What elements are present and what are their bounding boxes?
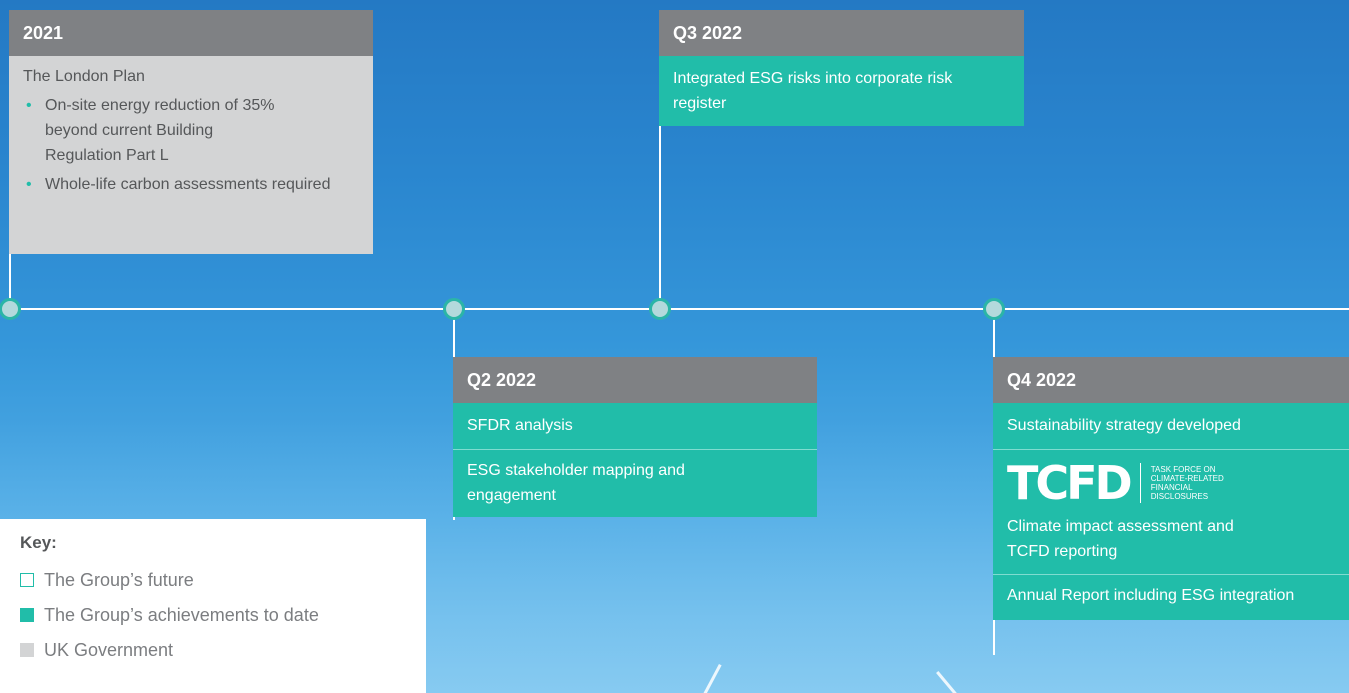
card-q2-2022: Q2 2022 SFDR analysis ESG stakeholder ma… [453, 357, 817, 517]
timeline-node-q4-2022 [983, 298, 1005, 320]
bullet-item: •On-site energy reduction of 35% beyond … [26, 97, 275, 164]
card-q2-2022-header: Q2 2022 [453, 357, 817, 403]
timeline-node-2021 [0, 298, 21, 320]
card-2021-title: The London Plan [23, 68, 145, 85]
card-q3-2022: Q3 2022 Integrated ESG risks into corpor… [659, 10, 1024, 126]
card-2021-header: 2021 [9, 10, 373, 56]
tcfd-logo-row: TCFD TASK FORCE on CLIMATE-RELATED FINAN… [1007, 458, 1335, 508]
connector-2021 [9, 254, 11, 308]
key-item-achievements: The Group’s achievements to date [20, 600, 426, 630]
tcfd-logo-divider [1139, 463, 1141, 503]
card-2021: 2021 The London Plan •On-site energy red… [9, 10, 373, 254]
card-q4-2022-item-text: Climate impact assessment and TCFD repor… [1007, 518, 1234, 560]
card-q4-2022-header: Q4 2022 [993, 357, 1349, 403]
key-title: Key: [20, 533, 57, 552]
teal-square-icon [20, 608, 34, 622]
card-q2-2022-item: ESG stakeholder mapping and engagement [453, 449, 817, 517]
card-q4-2022: Q4 2022 Sustainability strategy develope… [993, 357, 1349, 620]
card-q4-2022-item: Annual Report including ESG integration [993, 574, 1349, 620]
outline-square-icon [20, 573, 34, 587]
card-q2-2022-item: SFDR analysis [453, 403, 817, 449]
key-item-government: UK Government [20, 635, 426, 665]
timeline-node-q2-2022 [443, 298, 465, 320]
key-item-future: The Group’s future [20, 565, 426, 595]
timeline-line [0, 308, 1349, 310]
card-2021-bullets: •On-site energy reduction of 35% beyond … [23, 93, 359, 197]
card-2021-body: The London Plan •On-site energy reductio… [9, 56, 373, 254]
card-q3-2022-item: Integrated ESG risks into corporate risk… [659, 56, 1024, 126]
tcfd-logo: TCFD [1007, 456, 1133, 510]
tcfd-logo-text: TASK FORCE on CLIMATE-RELATED FINANCIAL … [1150, 465, 1224, 501]
card-q4-2022-tcfd-item: TCFD TASK FORCE on CLIMATE-RELATED FINAN… [993, 449, 1349, 574]
key-legend: Key: The Group’s future The Group’s achi… [0, 519, 426, 693]
card-q4-2022-item: Sustainability strategy developed [993, 403, 1349, 449]
connector-q3-2022 [659, 10, 661, 308]
grey-square-icon [20, 643, 34, 657]
timeline-node-q3-2022 [649, 298, 671, 320]
card-q3-2022-header: Q3 2022 [659, 10, 1024, 56]
bullet-item: •Whole-life carbon assessments required [26, 176, 331, 193]
